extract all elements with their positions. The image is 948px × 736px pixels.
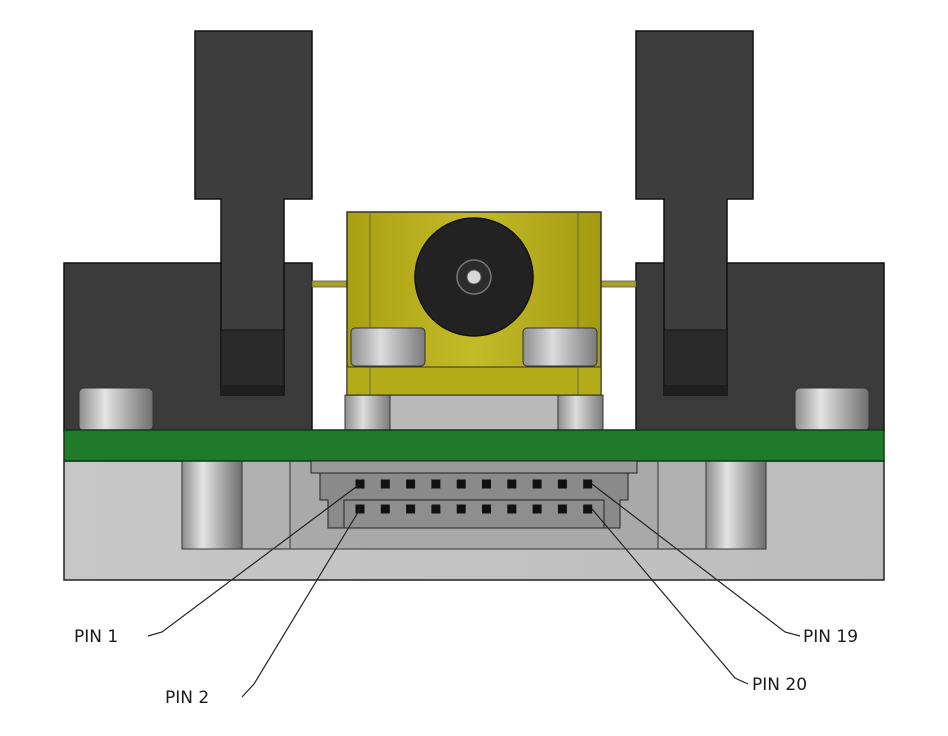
label-pin-19: PIN 19	[803, 627, 859, 647]
leader-pin1	[147, 483, 361, 637]
pin-header-connector	[310, 460, 638, 529]
connector-pin	[557, 479, 567, 489]
connector-pin	[380, 504, 390, 514]
connector-pin	[507, 479, 517, 489]
left-housing	[63, 30, 313, 432]
connector-pin	[482, 504, 491, 514]
leader-lines	[147, 483, 801, 698]
connector-pin	[532, 479, 542, 489]
connector-pin	[507, 504, 517, 514]
pcb-board	[63, 429, 885, 462]
connector-pin	[583, 504, 593, 514]
label-pin-1: PIN 1	[74, 627, 119, 647]
connector-pin	[431, 479, 441, 489]
right-housing	[635, 30, 885, 432]
lens-icon	[414, 217, 534, 337]
leader-pin20	[591, 508, 749, 685]
connector-pin	[456, 504, 466, 514]
connector-pin	[380, 479, 390, 489]
connector-pin	[406, 479, 416, 489]
label-pin-20: PIN 20	[752, 675, 808, 695]
label-pin-2: PIN 2	[165, 688, 210, 708]
leader-pin2	[241, 508, 361, 698]
sensor-mount	[344, 394, 604, 433]
connector-pin	[557, 504, 567, 514]
connector-pin	[583, 479, 593, 489]
leader-pin19	[591, 483, 801, 637]
connector-pin	[431, 504, 441, 514]
connector-pin	[406, 504, 416, 514]
connector-pin	[532, 504, 542, 514]
connector-pin	[456, 479, 466, 489]
housing-screws	[78, 387, 870, 432]
connector-pin	[482, 479, 491, 489]
